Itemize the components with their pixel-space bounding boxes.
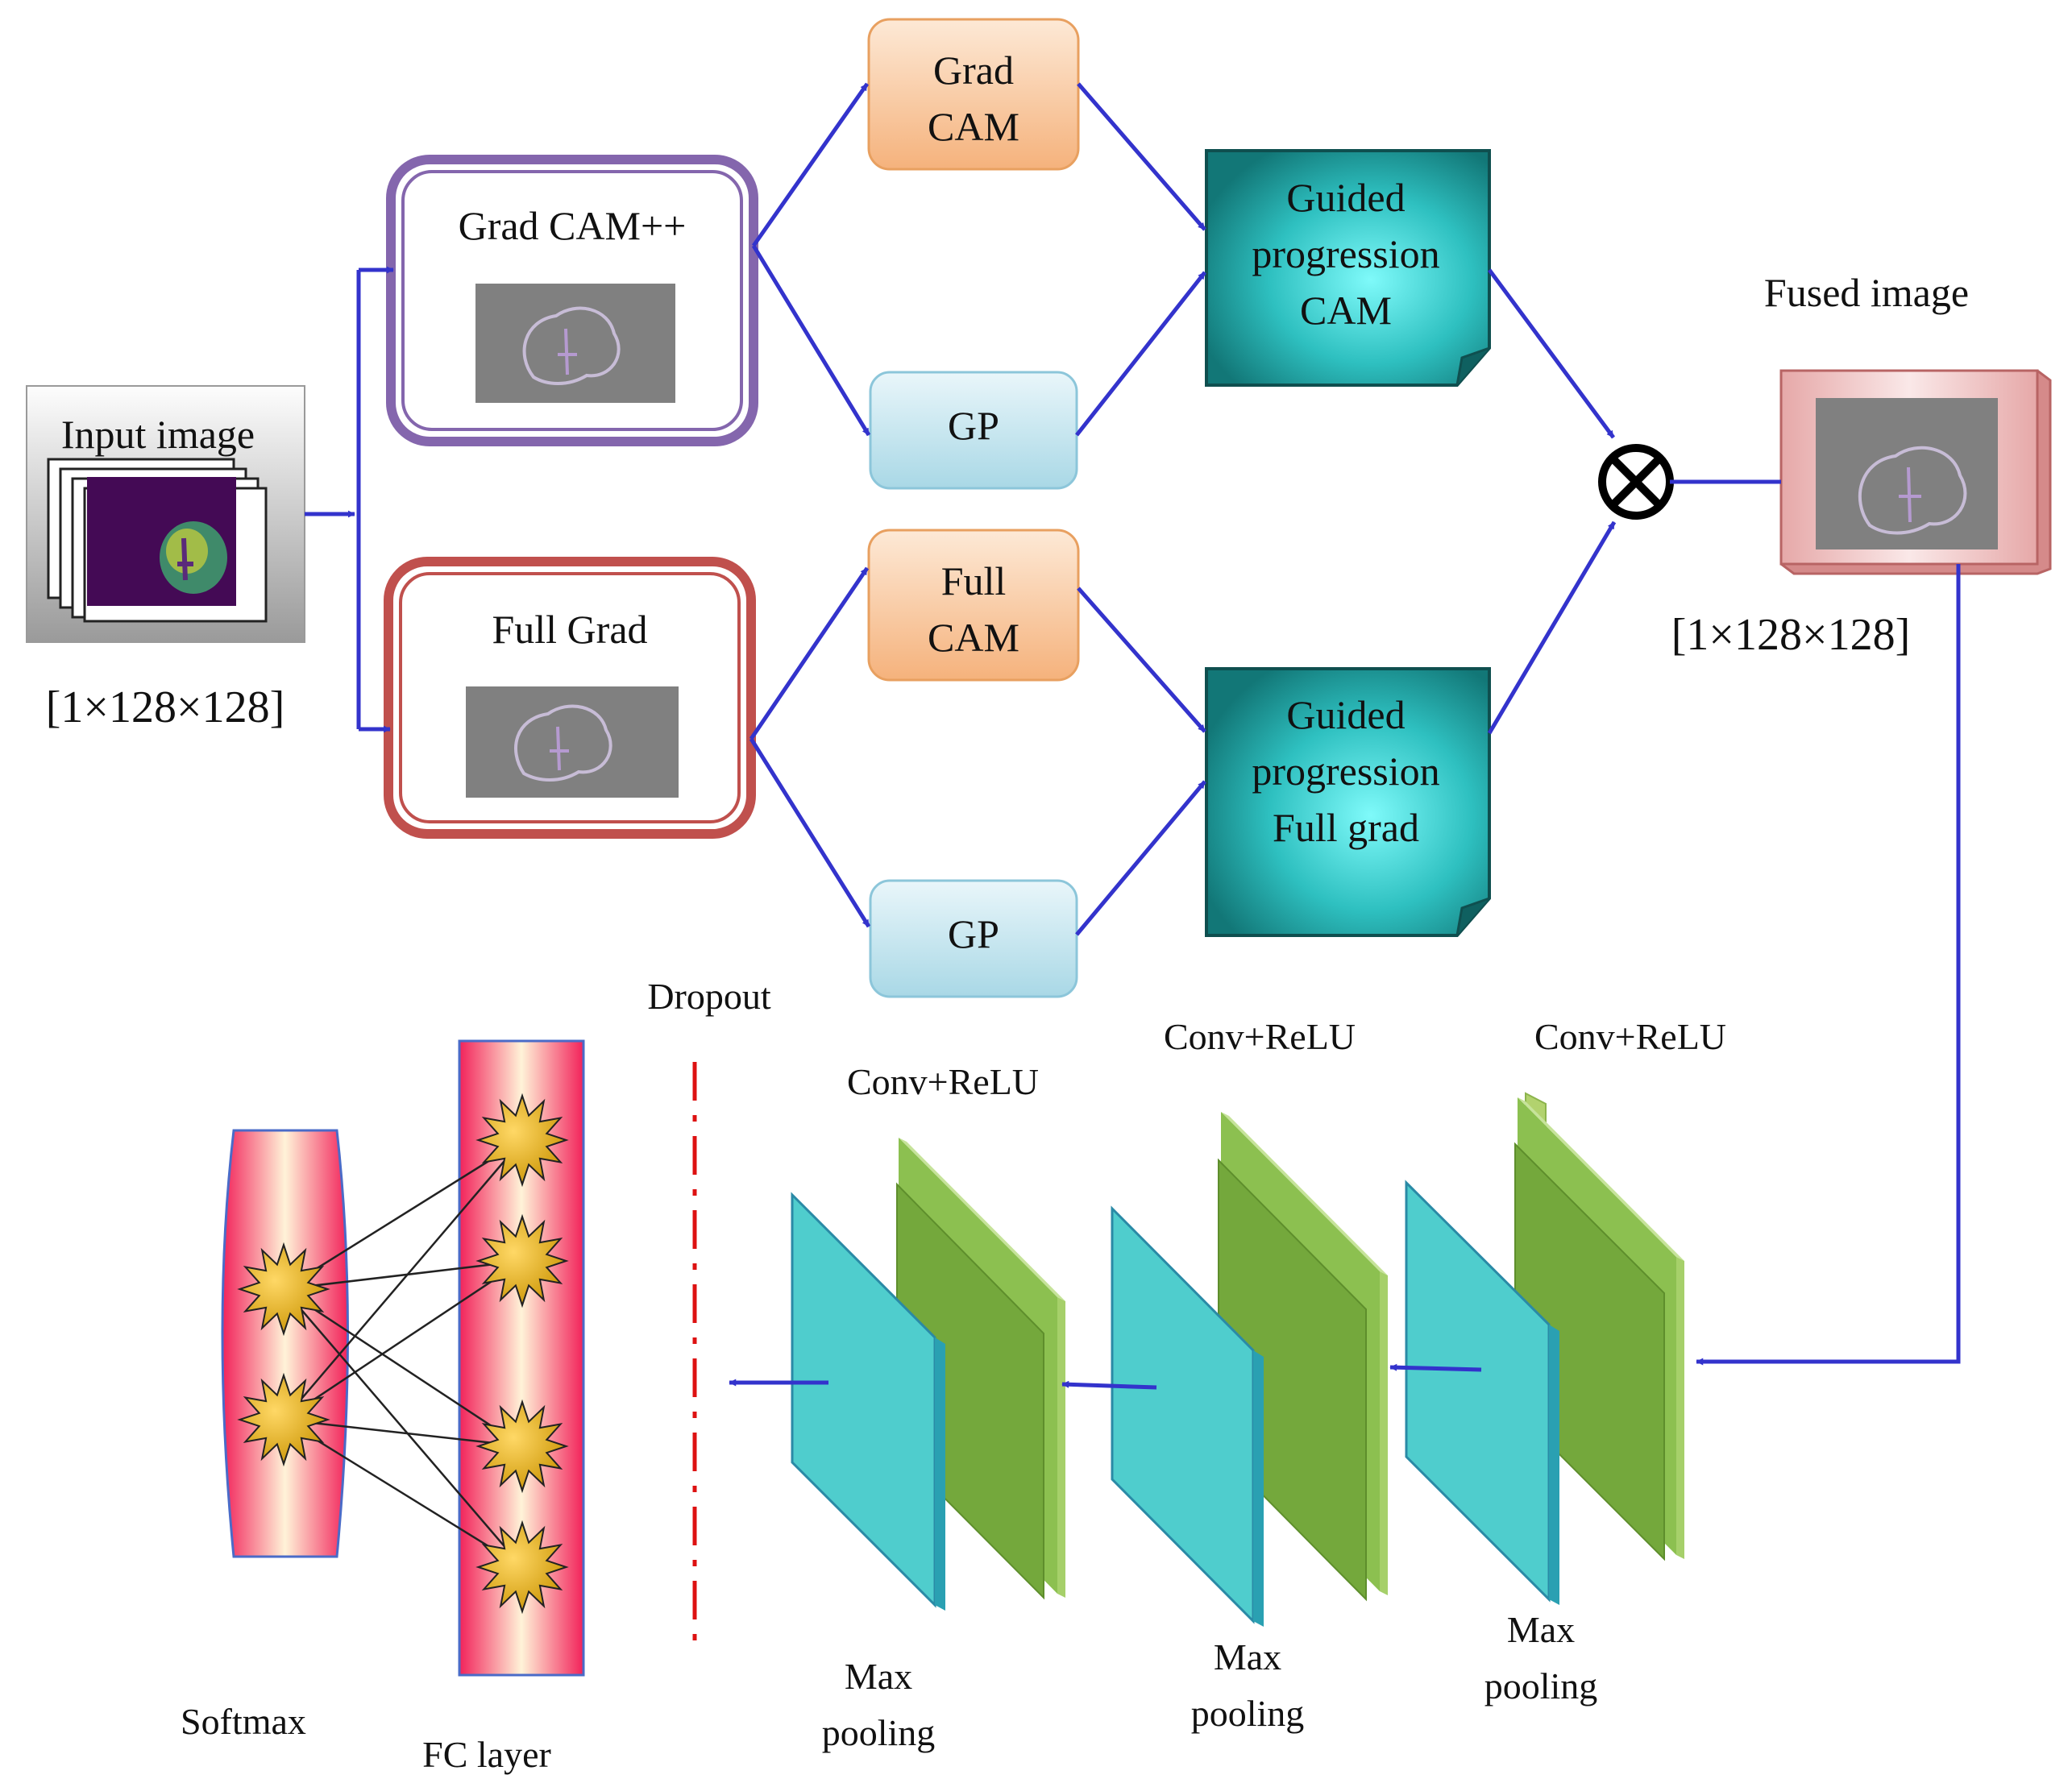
guided-top-line1: Guided bbox=[1286, 175, 1405, 220]
gradcam-label-line1: Grad bbox=[933, 48, 1014, 93]
neuron-star-icon bbox=[237, 1242, 330, 1337]
softmax-label: Softmax bbox=[181, 1701, 306, 1742]
guided-top-line2: progression bbox=[1252, 231, 1439, 276]
fullgrad-block: Full Grad bbox=[384, 557, 756, 839]
cnn-flow-arrows bbox=[729, 1363, 1482, 1390]
fc-layer-label: FC layer bbox=[422, 1734, 551, 1775]
conv-relu-label-1: Conv+ReLU bbox=[847, 1061, 1039, 1102]
fullgrad-title: Full Grad bbox=[492, 607, 647, 652]
gradcam-label-line2: CAM bbox=[928, 104, 1019, 149]
guided-bottom-line3: Full grad bbox=[1273, 805, 1419, 850]
cnn-stage-1 bbox=[791, 1138, 1065, 1611]
guided-bottom-line2: progression bbox=[1252, 749, 1439, 794]
input-dims-label: [1×128×128] bbox=[46, 682, 284, 732]
max-pooling-3-line2: pooling bbox=[1484, 1665, 1598, 1706]
fullcam-label-line1: Full bbox=[941, 558, 1007, 603]
fused-dims-label: [1×128×128] bbox=[1671, 610, 1910, 660]
conv-relu-label-2: Conv+ReLU bbox=[1164, 1016, 1356, 1057]
max-pooling-3-line1: Max bbox=[1507, 1609, 1575, 1650]
input-image-stack bbox=[47, 458, 268, 623]
gp-bottom-box: GP bbox=[869, 879, 1078, 998]
gp-top-label: GP bbox=[948, 403, 999, 448]
dropout-label: Dropout bbox=[647, 976, 771, 1017]
softmax-bar bbox=[221, 1129, 349, 1558]
fullgrad-heatmap bbox=[466, 686, 679, 798]
multiply-icon bbox=[1598, 444, 1674, 520]
gradcam-box: Grad CAM bbox=[867, 18, 1080, 171]
fc-neurons bbox=[475, 1093, 569, 1615]
guided-top-line3: CAM bbox=[1300, 288, 1392, 333]
max-pooling-1-line1: Max bbox=[845, 1656, 912, 1697]
gradcampp-block: Grad CAM++ bbox=[386, 155, 758, 446]
neuron-star-icon bbox=[475, 1399, 569, 1494]
guided-progression-cam-box: Guided progression CAM bbox=[1205, 149, 1491, 387]
gradcampp-title: Grad CAM++ bbox=[459, 203, 687, 248]
neuron-star-icon bbox=[475, 1093, 569, 1188]
fused-image-heatmap bbox=[1816, 398, 1998, 549]
guided-progression-fullgrad-box: Guided progression Full grad bbox=[1205, 667, 1491, 937]
cnn-stage-3 bbox=[1405, 1092, 1684, 1605]
input-image-block: Input image [1×128×128] bbox=[26, 385, 305, 732]
neuron-star-icon bbox=[237, 1372, 330, 1467]
max-pooling-2-line1: Max bbox=[1214, 1636, 1281, 1677]
softmax-neurons bbox=[237, 1242, 330, 1467]
input-image-title: Input image bbox=[61, 412, 255, 457]
neuron-star-icon bbox=[475, 1520, 569, 1615]
top-flow-arrows bbox=[305, 82, 1961, 1366]
neuron-star-icon bbox=[475, 1213, 569, 1308]
conv-relu-label-3: Conv+ReLU bbox=[1534, 1016, 1726, 1057]
guided-bottom-line1: Guided bbox=[1286, 692, 1405, 737]
max-pooling-1-line2: pooling bbox=[822, 1712, 936, 1753]
fc-connections bbox=[283, 1138, 523, 1569]
gradcampp-heatmap bbox=[475, 284, 675, 403]
gp-top-box: GP bbox=[869, 371, 1078, 490]
fullcam-box: Full CAM bbox=[867, 529, 1080, 682]
max-pooling-2-line2: pooling bbox=[1191, 1693, 1305, 1734]
fused-image-title: Fused image bbox=[1764, 270, 1969, 315]
cnn-stage-2 bbox=[1111, 1112, 1388, 1627]
gp-bottom-label: GP bbox=[948, 911, 999, 956]
fused-image-block: Fused image [1×128×128] bbox=[1671, 270, 2052, 660]
fullcam-label-line2: CAM bbox=[928, 615, 1019, 660]
